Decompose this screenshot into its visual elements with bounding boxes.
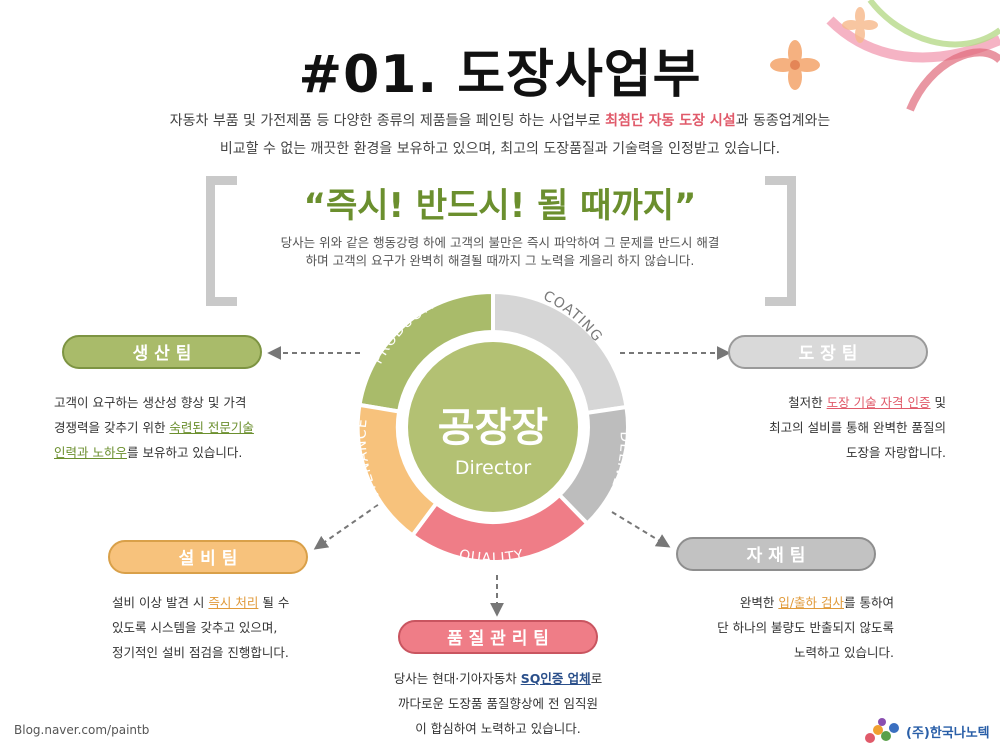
center-subtitle: Director [455, 457, 532, 479]
desc-line: 설비 이상 발견 시 즉시 처리 될 수 [112, 590, 352, 615]
desc-text: 될 수 [258, 595, 290, 610]
connector-delivery [611, 511, 671, 548]
team-desc-production: 고객이 요구하는 생산성 향상 및 가격 경쟁력을 갖추기 위한 숙련된 전문기… [54, 390, 314, 465]
slogan-line-2: 하며 고객의 요구가 완벽히 해결될 때까지 그 노력을 게을리 하지 않습니다… [305, 253, 695, 268]
desc-text: 및 [930, 395, 946, 410]
desc-line: 정기적인 설비 점검을 진행합니다. [112, 645, 289, 660]
team-desc-maintenance: 설비 이상 발견 시 즉시 처리 될 수 있도록 시스템을 갖추고 있으며, 정… [112, 590, 352, 665]
desc-line: 완벽한 입/출하 검사를 통하여 [650, 590, 894, 615]
team-pill-coating: 도 장 팀 [728, 335, 928, 369]
desc-line: 경쟁력을 갖추기 위한 숙련된 전문기술 [54, 415, 314, 440]
team-desc-coating: 철저한 도장 기술 자격 인증 및 최고의 설비를 통해 완벽한 품질의 도장을… [690, 390, 946, 465]
desc-text: 설비 이상 발견 시 [112, 595, 209, 610]
team-pill-production: 생 산 팀 [62, 335, 262, 369]
desc-highlight: 숙련된 전문기술 [169, 420, 254, 435]
intro-highlight: 최첨단 자동 도장 시설 [605, 113, 736, 129]
desc-text: 철저한 [788, 395, 827, 410]
desc-line: 노력하고 있습니다. [794, 645, 894, 660]
desc-text: 당사는 현대·기아자동차 [393, 671, 521, 686]
desc-line: 있도록 시스템을 갖추고 있으며, [112, 620, 278, 635]
floral-decoration [770, 0, 1000, 112]
company-logo-icon [865, 718, 899, 743]
team-pill-maintenance: 설 비 팀 [108, 540, 308, 574]
ring-segment-maintenance [355, 402, 440, 539]
desc-text: 완벽한 [739, 595, 779, 610]
desc-text: 를 통하여 [844, 595, 894, 610]
desc-line: 당사는 현대·기아자동차 SQ인증 업체로 [358, 666, 638, 691]
page-title: #01. 도장사업부 [298, 45, 702, 105]
desc-text: 로 [590, 671, 603, 686]
team-pill-quality: 품 질 관 리 팀 [398, 620, 598, 654]
desc-line: 인력과 노하우를 보유하고 있습니다. [54, 440, 314, 465]
right-bracket [765, 176, 796, 306]
desc-highlight: 입/출하 검사 [778, 595, 845, 610]
team-desc-delivery: 완벽한 입/출하 검사를 통하여 단 하나의 불량도 반출되지 않도록 노력하고… [650, 590, 894, 665]
desc-text: 를 보유하고 있습니다. [126, 445, 243, 460]
desc-highlight: 인력과 노하우 [54, 445, 127, 460]
desc-line: 고객이 요구하는 생산성 향상 및 가격 [54, 395, 247, 410]
slogan-title: “즉시! 반드시! 될 때까지” [303, 186, 697, 226]
desc-highlight: 도장 기술 자격 인증 [826, 395, 931, 410]
center-title: 공장장 [438, 405, 549, 451]
center-circle [408, 342, 578, 512]
desc-highlight: SQ인증 업체 [520, 671, 591, 686]
intro-text: 자동차 부품 및 가전제품 등 다양한 종류의 제품들을 페인팅 하는 사업부로 [169, 113, 606, 129]
desc-line: 최고의 설비를 통해 완벽한 품질의 [769, 420, 946, 435]
blog-url: Blog.naver.com/paintb [14, 723, 150, 737]
team-desc-quality: 당사는 현대·기아자동차 SQ인증 업체로 까다로운 도장품 품질향상에 전 임… [358, 666, 638, 741]
left-bracket [206, 176, 237, 306]
intro-line-1: 자동차 부품 및 가전제품 등 다양한 종류의 제품들을 페인팅 하는 사업부로… [60, 110, 940, 130]
slogan-line-1: 당사는 위와 같은 행동강령 하에 고객의 불만은 즉시 파악하여 그 문제를 … [280, 235, 720, 250]
connector-maintenance [313, 504, 379, 550]
desc-line: 까다로운 도장품 품질향상에 전 임직원 [398, 696, 598, 711]
desc-line: 단 하나의 불량도 반출되지 않도록 [717, 620, 894, 635]
intro-line-2: 비교할 수 없는 깨끗한 환경을 보유하고 있으며, 최고의 도장품질과 기술력… [219, 141, 781, 157]
team-pill-delivery: 자 재 팀 [676, 537, 876, 571]
company-name: (주)한국나노텍 [906, 726, 990, 741]
desc-highlight: 즉시 처리 [208, 595, 259, 610]
desc-line: 도장을 자랑합니다. [846, 445, 946, 460]
ring-label-quality: QUALITY [458, 547, 526, 567]
desc-line: 이 합심하여 노력하고 있습니다. [415, 721, 581, 736]
intro-text-end: 과 동종업계와는 [735, 113, 831, 129]
desc-text: 경쟁력을 갖추기 위한 [54, 420, 170, 435]
desc-line: 철저한 도장 기술 자격 인증 및 [690, 390, 946, 415]
